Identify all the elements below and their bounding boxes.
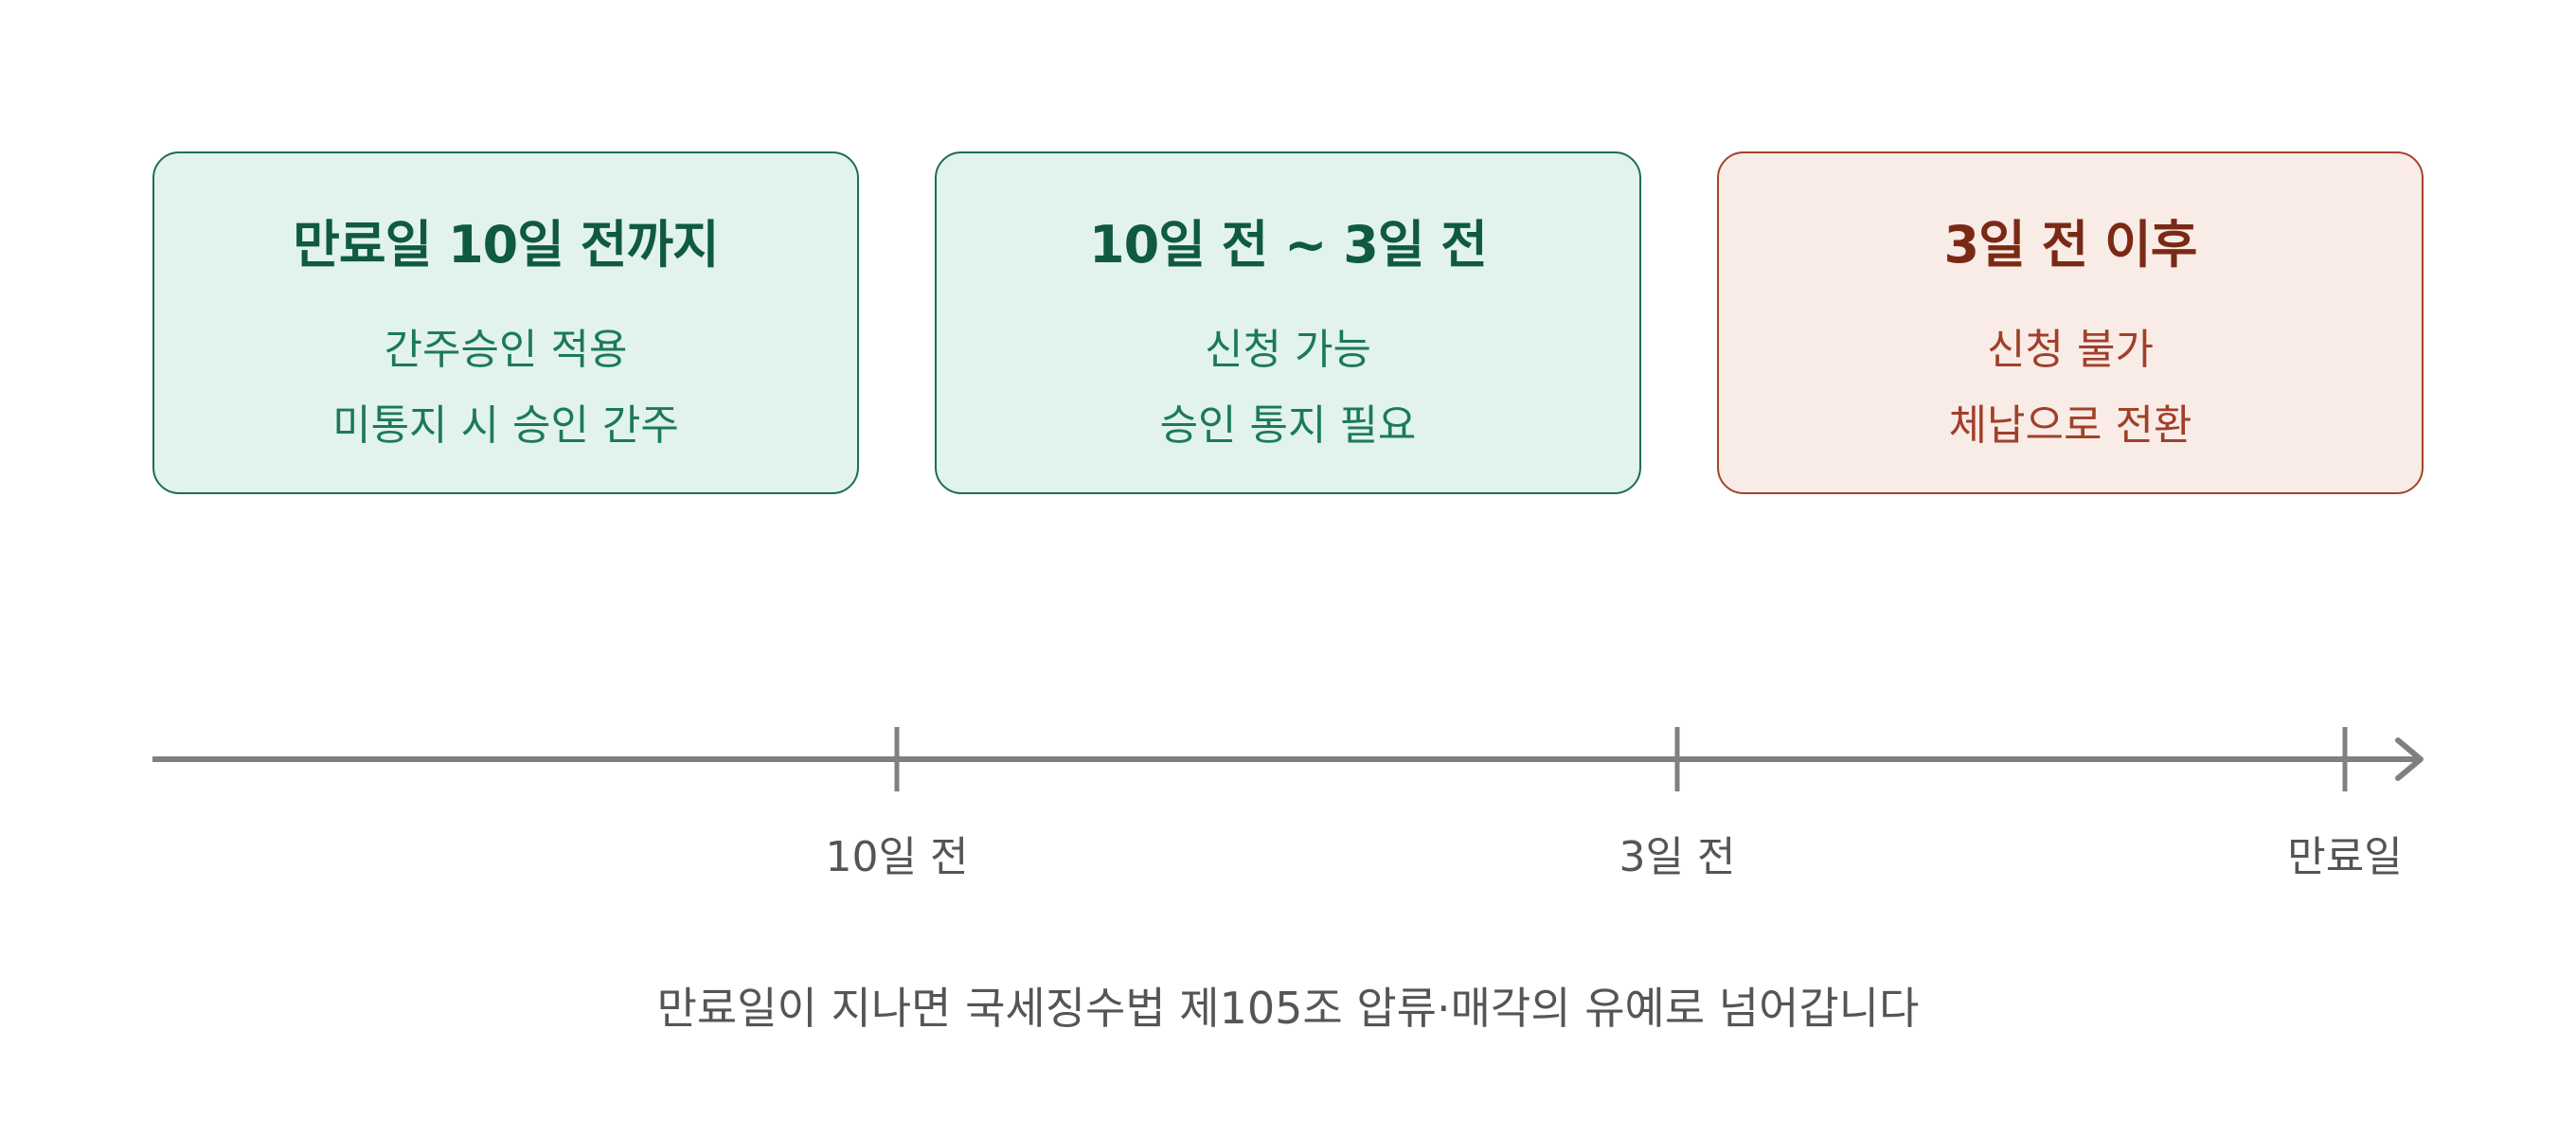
tick-label: 만료일 — [2287, 833, 2403, 881]
card-line: 승인 통지 필요 — [1159, 401, 1417, 450]
card-line: 미통지 시 승인 간주 — [332, 401, 679, 450]
card-line: 체납으로 전환 — [1948, 401, 2192, 450]
card-title: 10일 전 ~ 3일 전 — [1089, 215, 1488, 275]
card-line: 신청 불가 — [1987, 326, 2154, 374]
card-10-to-3-days: 10일 전 ~ 3일 전 신청 가능 승인 통지 필요 — [935, 151, 1641, 494]
footnote: 만료일이 지나면 국세징수법 제105조 압류·매각의 유예로 넘어갑니다 — [656, 983, 1920, 1034]
tick-label: 10일 전 — [825, 833, 969, 881]
card-after-3-days: 3일 전 이후 신청 불가 체납으로 전환 — [1717, 151, 2424, 494]
card-line: 간주승인 적용 — [384, 326, 628, 374]
card-title: 3일 전 이후 — [1943, 215, 2198, 275]
card-line: 신청 가능 — [1205, 326, 1371, 374]
arrow-right-icon — [2395, 737, 2424, 781]
card-title: 만료일 10일 전까지 — [293, 215, 720, 275]
tick-label: 3일 전 — [1619, 833, 1736, 881]
card-until-10-days: 만료일 10일 전까지 간주승인 적용 미통지 시 승인 간주 — [152, 151, 859, 494]
